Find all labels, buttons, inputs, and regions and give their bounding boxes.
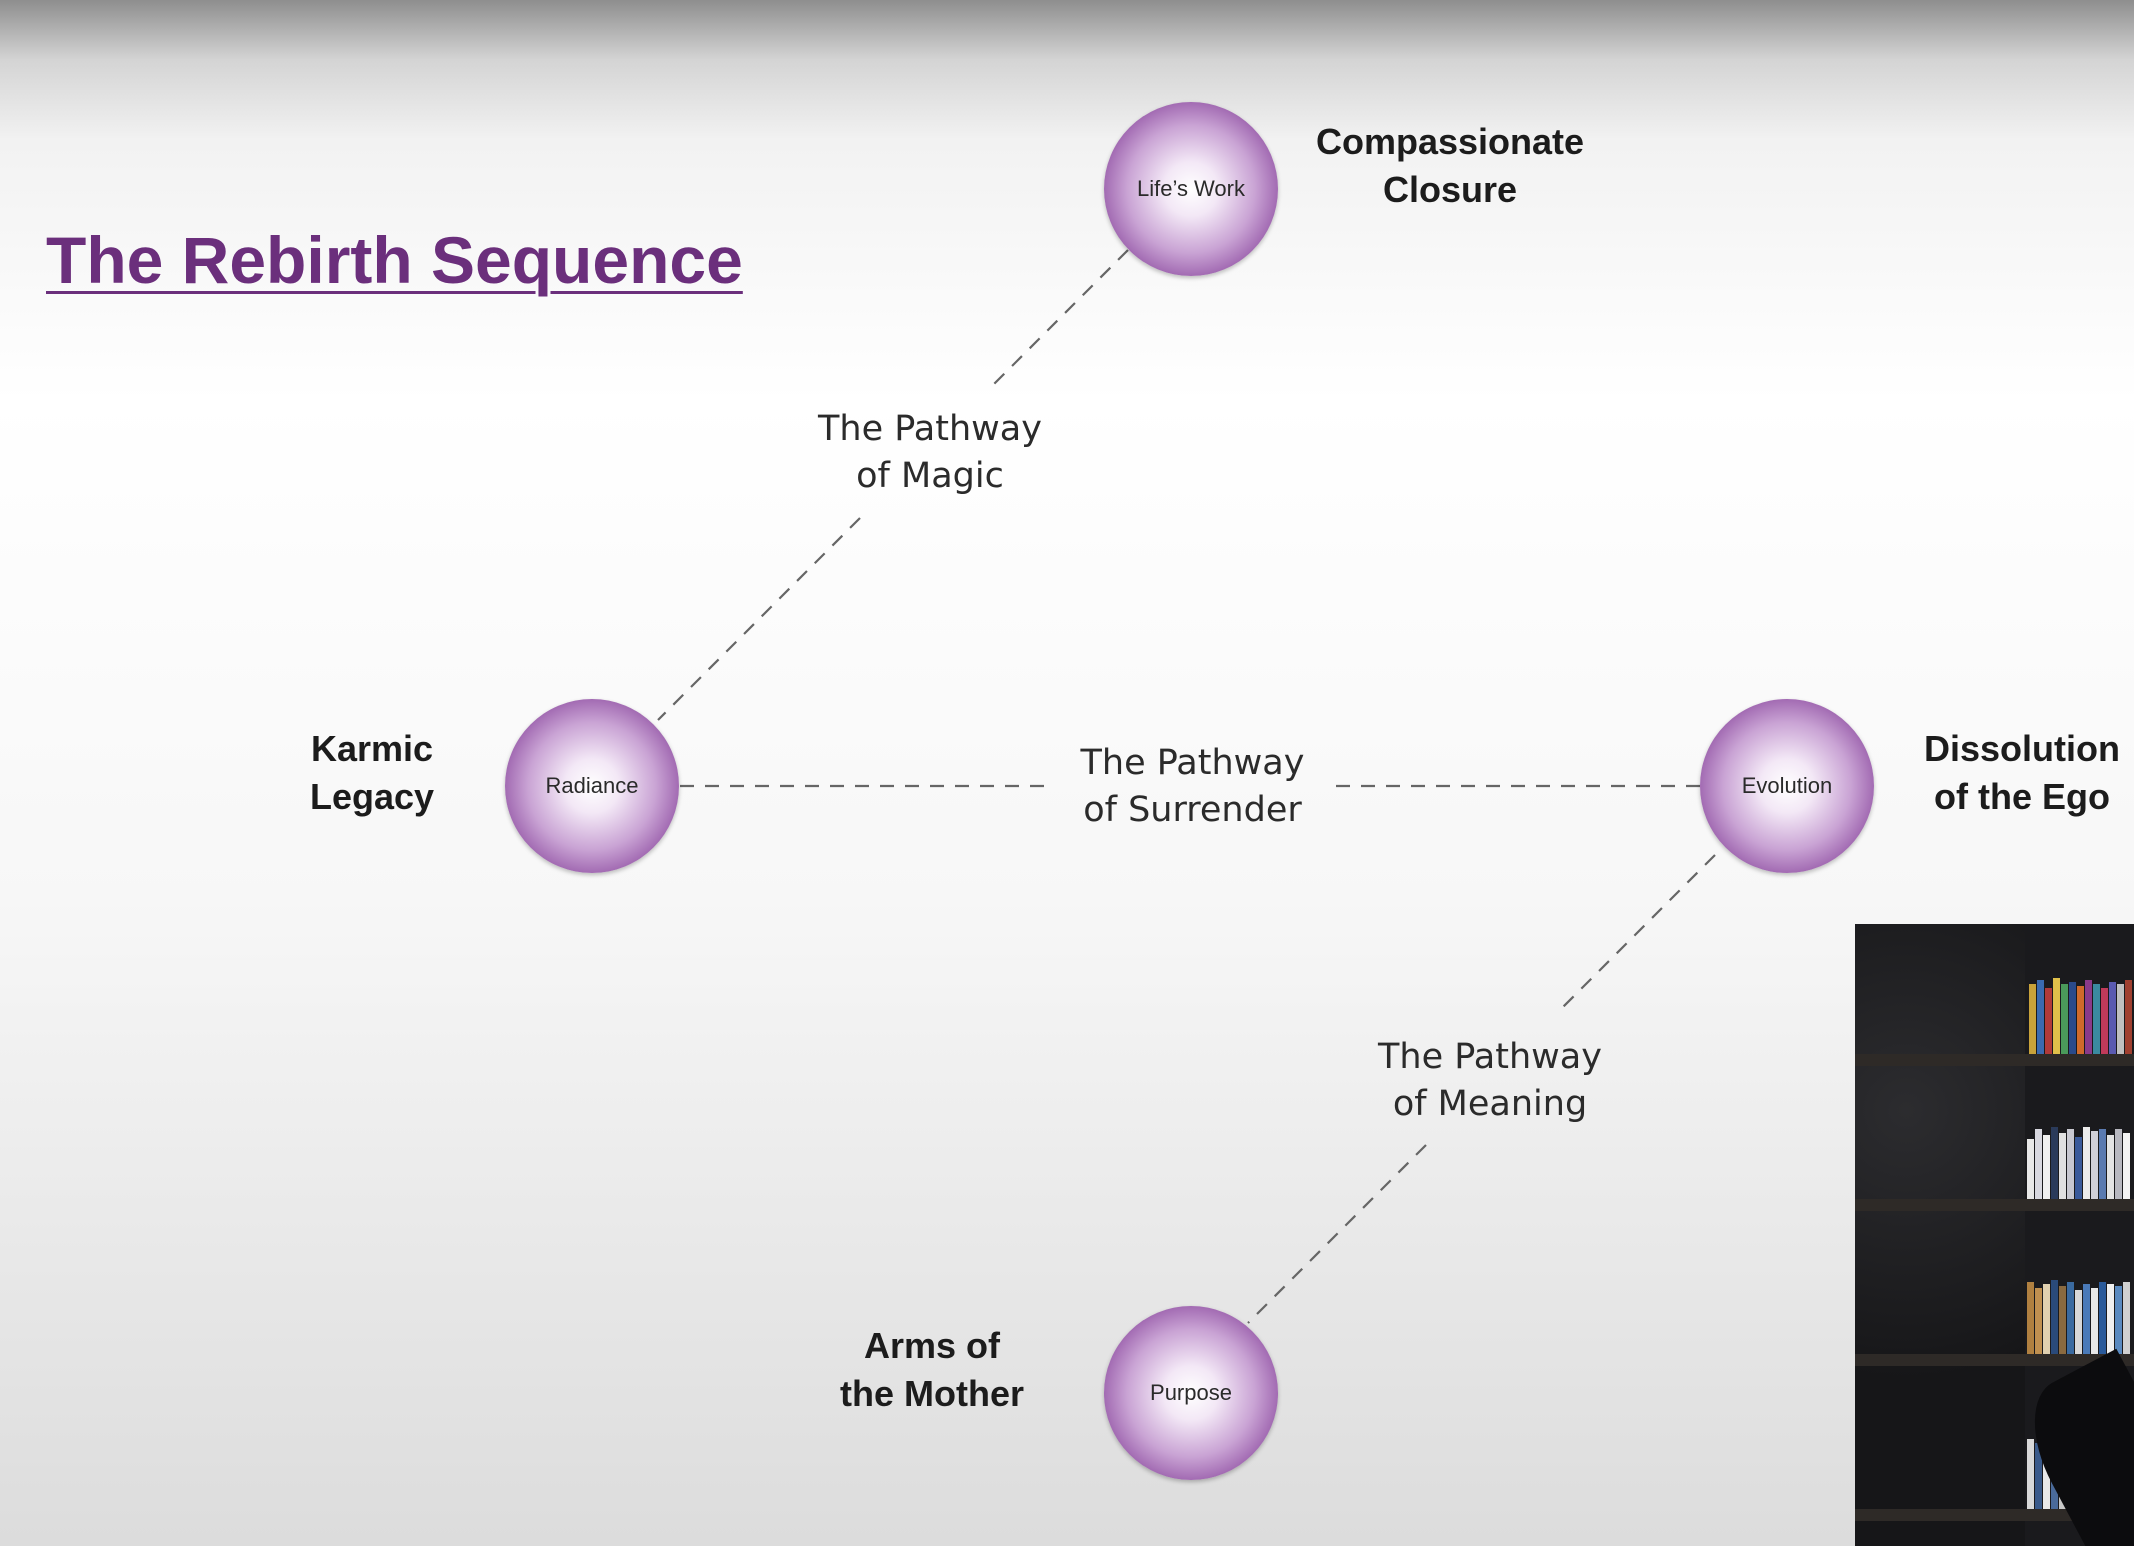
books-row (2025, 970, 2134, 1054)
connector-magic-lower (657, 517, 861, 721)
shelf (1855, 1199, 2134, 1211)
label-line: the Mother (840, 1373, 1024, 1414)
label-dissolution-of-the-ego: Dissolution of the Ego (1912, 725, 2132, 821)
pathway-line: The Pathway (818, 409, 1042, 449)
connector-meaning-lower (1247, 1144, 1427, 1324)
pathway-line: The Pathway (1080, 743, 1305, 783)
node-evolution-label: Evolution (1741, 773, 1833, 798)
pathway-label-surrender: The Pathway of Surrender (1045, 740, 1340, 834)
label-line: Dissolution (1924, 728, 2120, 769)
label-line: Arms of (863, 1325, 1001, 1366)
page-title: The Rebirth Sequence (46, 223, 743, 297)
node-purpose-label: Purpose (1150, 1380, 1232, 1405)
shelf (1855, 1509, 2134, 1521)
label-line: Karmic (310, 728, 434, 769)
node-lifes-work-label: Life’s Work (1136, 176, 1245, 201)
connector-magic-upper (991, 249, 1129, 387)
node-radiance: Radiance (505, 699, 679, 873)
pathway-label-magic: The Pathway of Magic (780, 406, 1080, 500)
node-lifes-work: Life’s Work (1104, 102, 1278, 276)
label-line: of the Ego (1934, 776, 2110, 817)
pathway-line: of Meaning (1392, 1084, 1588, 1124)
stone-wall-background (1855, 924, 2025, 1546)
books-row (2025, 1270, 2134, 1354)
node-purpose: Purpose (1104, 1306, 1278, 1480)
books-row (2025, 1115, 2134, 1199)
shelf (1855, 1054, 2134, 1066)
pathway-line: The Pathway (1378, 1037, 1602, 1077)
shelf (1855, 1354, 2134, 1366)
pathway-label-meaning: The Pathway of Meaning (1340, 1034, 1640, 1128)
node-radiance-label: Radiance (545, 773, 639, 798)
node-evolution: Evolution (1700, 699, 1874, 873)
label-line: Closure (1382, 169, 1518, 210)
label-karmic-legacy: Karmic Legacy (272, 725, 472, 821)
label-arms-of-the-mother: Arms of the Mother (812, 1322, 1052, 1418)
connector-meaning-upper (1557, 854, 1716, 1013)
pathway-line: of Magic (856, 456, 1004, 496)
label-compassionate-closure: Compassionate Closure (1300, 118, 1600, 214)
label-line: Legacy (309, 776, 435, 817)
speaker-video-thumbnail[interactable] (1855, 924, 2134, 1546)
label-line: Compassionate (1315, 121, 1585, 162)
pathway-line: of Surrender (1083, 790, 1302, 830)
